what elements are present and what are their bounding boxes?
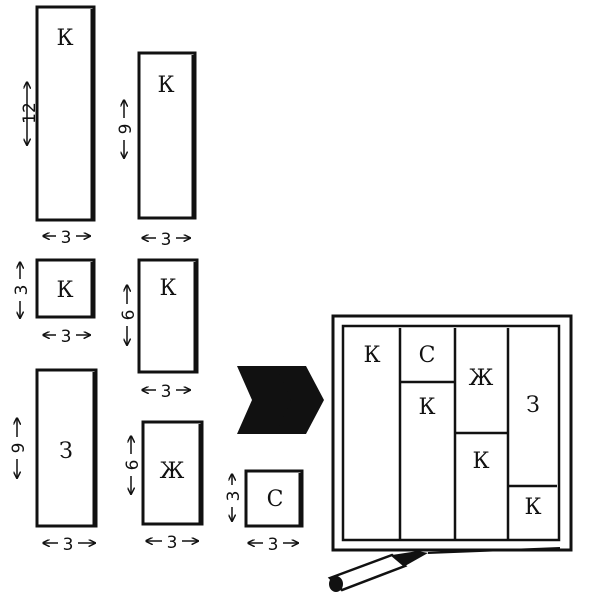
piece-label: К	[159, 276, 176, 301]
height-dimension: 6	[123, 436, 143, 494]
svg-text:3: 3	[167, 533, 178, 553]
height-dimension: 9	[116, 100, 136, 158]
cell-label: К	[524, 495, 541, 520]
svg-text:9: 9	[9, 443, 29, 454]
piece-5: З 9 3	[9, 368, 98, 555]
assembled-square: К С Ж З К К К	[331, 314, 573, 552]
height-dimension: 12	[20, 82, 40, 145]
width-dimension: 3	[146, 529, 198, 553]
width-dimension: 3	[142, 226, 190, 250]
cell-label: З	[526, 393, 540, 418]
piece-label: К	[157, 73, 174, 98]
cell-label: Ж	[469, 366, 494, 391]
pen-icon	[327, 547, 561, 592]
piece-7: С 3 3	[224, 469, 304, 555]
piece-label: С	[267, 487, 284, 512]
svg-text:3: 3	[268, 535, 279, 555]
svg-text:3: 3	[224, 491, 244, 502]
height-dimension: 9	[9, 418, 29, 478]
width-dimension: 3	[43, 323, 90, 347]
svg-text:9: 9	[116, 124, 136, 135]
piece-label: Ж	[160, 459, 185, 484]
piece-label: К	[56, 26, 73, 51]
svg-text:3: 3	[12, 285, 32, 296]
width-dimension: 3	[248, 531, 298, 555]
piece-2: К 9 3	[116, 51, 197, 250]
double-chevron-arrow-icon	[237, 366, 324, 434]
piece-label: К	[56, 278, 73, 303]
cell-label: К	[363, 343, 380, 368]
svg-text:3: 3	[63, 535, 74, 555]
svg-text:3: 3	[61, 327, 72, 347]
height-dimension: 3	[224, 474, 244, 521]
svg-text:6: 6	[119, 310, 139, 321]
cell-label: С	[419, 343, 436, 368]
piece-6: Ж 6 3	[123, 420, 204, 553]
cell-label: К	[472, 449, 489, 474]
piece-label: З	[59, 439, 73, 464]
piece-1: К 12 3	[20, 5, 96, 248]
cell-label: К	[418, 395, 435, 420]
height-dimension: 3	[12, 262, 32, 318]
width-dimension: 3	[43, 531, 95, 555]
svg-text:3: 3	[161, 230, 172, 250]
width-dimension: 3	[43, 224, 90, 248]
piece-4: К 6 3	[119, 258, 199, 402]
width-dimension: 3	[142, 378, 190, 402]
height-dimension: 6	[119, 285, 139, 345]
svg-text:6: 6	[123, 460, 143, 471]
piece-3: К 3 3	[12, 258, 96, 347]
svg-text:3: 3	[161, 382, 172, 402]
svg-text:12: 12	[20, 102, 40, 124]
svg-text:3: 3	[61, 228, 72, 248]
